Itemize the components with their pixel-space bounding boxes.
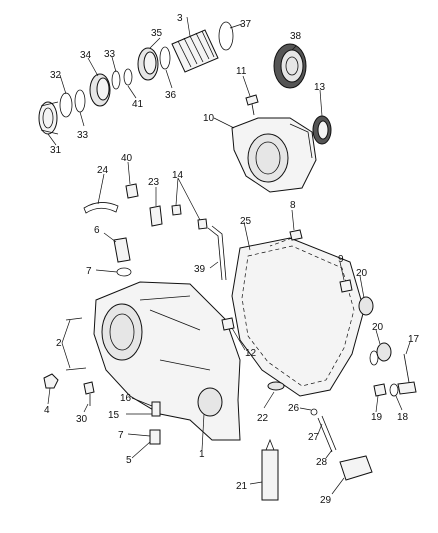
sealant-tube-21 xyxy=(261,438,279,501)
callout-39: 39 xyxy=(194,264,206,275)
callout-labels: 3 37 38 35 34 33 32 36 41 33 31 11 13 10… xyxy=(44,13,420,506)
callout-31: 31 xyxy=(50,145,62,156)
plug-5 xyxy=(149,429,161,445)
callout-26: 26 xyxy=(288,403,300,414)
callout-2: 2 xyxy=(56,338,62,349)
callout-8: 8 xyxy=(290,200,296,211)
seal-20-upper xyxy=(358,296,374,316)
callout-17: 17 xyxy=(408,334,420,345)
bracket-23 xyxy=(149,205,163,227)
callout-5: 5 xyxy=(126,455,132,466)
bolt-8 xyxy=(269,229,303,247)
fitting-12 xyxy=(221,317,235,331)
rear-case-25 xyxy=(231,237,365,397)
pin-15-16 xyxy=(151,401,161,417)
callout-14: 14 xyxy=(172,170,184,181)
pump-29 xyxy=(339,455,373,481)
leader-lines xyxy=(47,16,411,495)
callout-10: 10 xyxy=(203,113,215,124)
callout-32: 32 xyxy=(50,70,62,81)
callout-29: 29 xyxy=(320,495,332,506)
clip-24 xyxy=(83,202,119,214)
bolt-9 xyxy=(339,279,353,293)
callout-4: 4 xyxy=(44,405,50,416)
callout-9: 9 xyxy=(338,254,344,265)
fitting-14 xyxy=(171,204,208,230)
sensor-40 xyxy=(125,183,139,199)
boot-3 xyxy=(171,29,219,73)
clamp-37 xyxy=(218,21,234,51)
callout-20-upper: 20 xyxy=(356,268,368,279)
callout-30: 30 xyxy=(76,414,88,425)
part-18 xyxy=(389,383,399,397)
nut-4 xyxy=(43,373,59,389)
extension-housing-10 xyxy=(231,117,317,193)
callout-24: 24 xyxy=(97,165,109,176)
washer-22 xyxy=(267,381,285,391)
ring-gear-34 xyxy=(89,73,111,107)
bearing-31 xyxy=(38,101,59,135)
callout-1: 1 xyxy=(199,449,205,460)
sensor-6 xyxy=(113,237,131,263)
callout-33-lower: 33 xyxy=(77,130,89,141)
seal-13 xyxy=(312,115,332,145)
callout-18: 18 xyxy=(397,412,409,423)
ring-33-upper xyxy=(111,70,121,90)
ring-33-lower xyxy=(74,89,86,113)
gear-35 xyxy=(137,47,159,81)
callout-11: 11 xyxy=(236,66,247,77)
callout-7-lower: 7 xyxy=(118,430,124,441)
stud-2 xyxy=(65,317,87,371)
ring-26 xyxy=(310,408,318,416)
callout-28: 28 xyxy=(316,457,328,468)
callout-40: 40 xyxy=(121,153,133,164)
bolt-30 xyxy=(83,381,95,406)
callout-34: 34 xyxy=(80,50,92,61)
o-ring-7-upper xyxy=(116,267,132,277)
callout-33-upper: 33 xyxy=(104,49,116,60)
seal-38 xyxy=(273,43,307,89)
part-19 xyxy=(373,383,387,397)
ring-41 xyxy=(123,68,133,86)
callout-23: 23 xyxy=(148,177,160,188)
callout-20-lower: 20 xyxy=(372,322,384,333)
ring-36 xyxy=(159,46,171,70)
vent-tube-39 xyxy=(207,225,227,281)
callout-25: 25 xyxy=(240,216,252,227)
callout-41: 41 xyxy=(132,99,144,110)
front-case-1 xyxy=(93,281,241,441)
callout-35: 35 xyxy=(151,28,163,39)
callout-16: 16 xyxy=(120,393,132,404)
callout-36: 36 xyxy=(165,90,177,101)
callout-7-upper: 7 xyxy=(86,266,92,277)
callout-27: 27 xyxy=(308,432,320,443)
callout-12: 12 xyxy=(245,348,257,359)
callout-37: 37 xyxy=(240,19,252,30)
callout-15: 15 xyxy=(108,410,120,421)
snap-ring-32 xyxy=(59,92,73,118)
callout-21: 21 xyxy=(236,481,248,492)
callout-38: 38 xyxy=(290,31,302,42)
bolt-11 xyxy=(245,94,259,116)
shaft-27-28 xyxy=(317,415,337,453)
callout-3: 3 xyxy=(177,13,183,24)
bolt-17 xyxy=(397,353,417,395)
callout-19: 19 xyxy=(371,412,383,423)
callout-22: 22 xyxy=(257,413,269,424)
callout-6: 6 xyxy=(94,225,100,236)
seal-20-lower xyxy=(369,342,392,366)
callout-13: 13 xyxy=(314,82,326,93)
